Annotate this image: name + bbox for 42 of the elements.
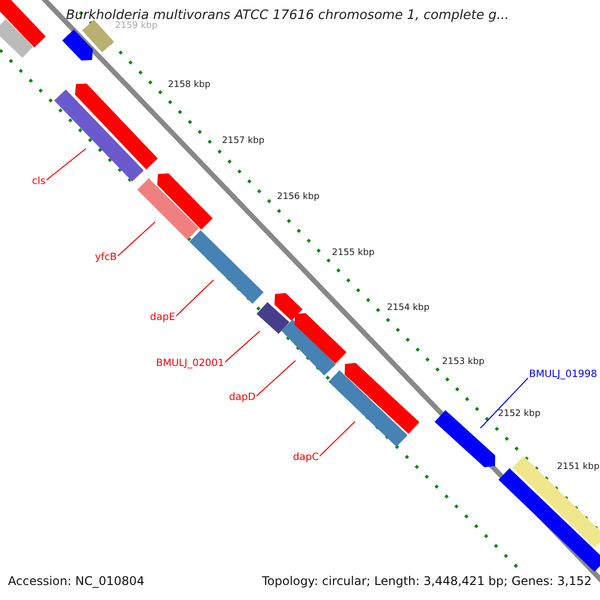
leader-line (480, 378, 528, 428)
scale-label: 2159 kbp (115, 21, 158, 31)
gene-label: dapE (150, 312, 176, 323)
gene-bar (0, 19, 34, 58)
scale-label: 2153 kbp (442, 357, 484, 367)
gene-bar (75, 84, 158, 170)
leader-line (46, 148, 86, 180)
leader-line (256, 360, 296, 396)
gene-label: cls (32, 176, 46, 187)
gene-label: BMULJ_01998 (529, 369, 598, 380)
gene-bar (0, 0, 46, 48)
gene-bar (157, 173, 213, 230)
leader-line (319, 421, 356, 456)
scale-label: 2158 kbp (168, 80, 210, 90)
scale-label: 2157 kbp (222, 136, 264, 146)
gene-label: BMULJ_02001 (156, 358, 224, 369)
gene-bar (294, 313, 346, 364)
gene-bar (281, 320, 336, 376)
gene-label: yfcB (95, 252, 117, 263)
leader-line (224, 330, 260, 362)
gene-bar (256, 302, 290, 334)
gene-label: dapC (293, 452, 319, 463)
scale-label: 2151 kbp (557, 462, 600, 472)
gene-bar (344, 362, 420, 434)
gene-bar (512, 456, 600, 548)
footer-text: Accession: NC_010804 (8, 574, 144, 588)
leader-line (176, 280, 214, 316)
gene-bar (54, 90, 144, 182)
gene-bar (434, 410, 496, 468)
gene-bar (62, 30, 93, 60)
scale-label: 2156 kbp (277, 192, 320, 202)
scale-label: 2152 kbp (498, 409, 540, 419)
gene-bar (328, 370, 408, 447)
gene-bar (274, 293, 302, 321)
footer-text: Topology: circular; Length: 3,448,421 bp; Genes: 3,152 (262, 574, 592, 588)
leader-line (117, 222, 156, 256)
gene-bar (189, 230, 264, 304)
gene-bar (82, 20, 114, 52)
scale-label: 2154 kbp (387, 303, 430, 313)
gene-bar (137, 178, 199, 240)
gene-label: dapD (229, 392, 256, 403)
scale-label: 2155 kbp (332, 248, 374, 258)
